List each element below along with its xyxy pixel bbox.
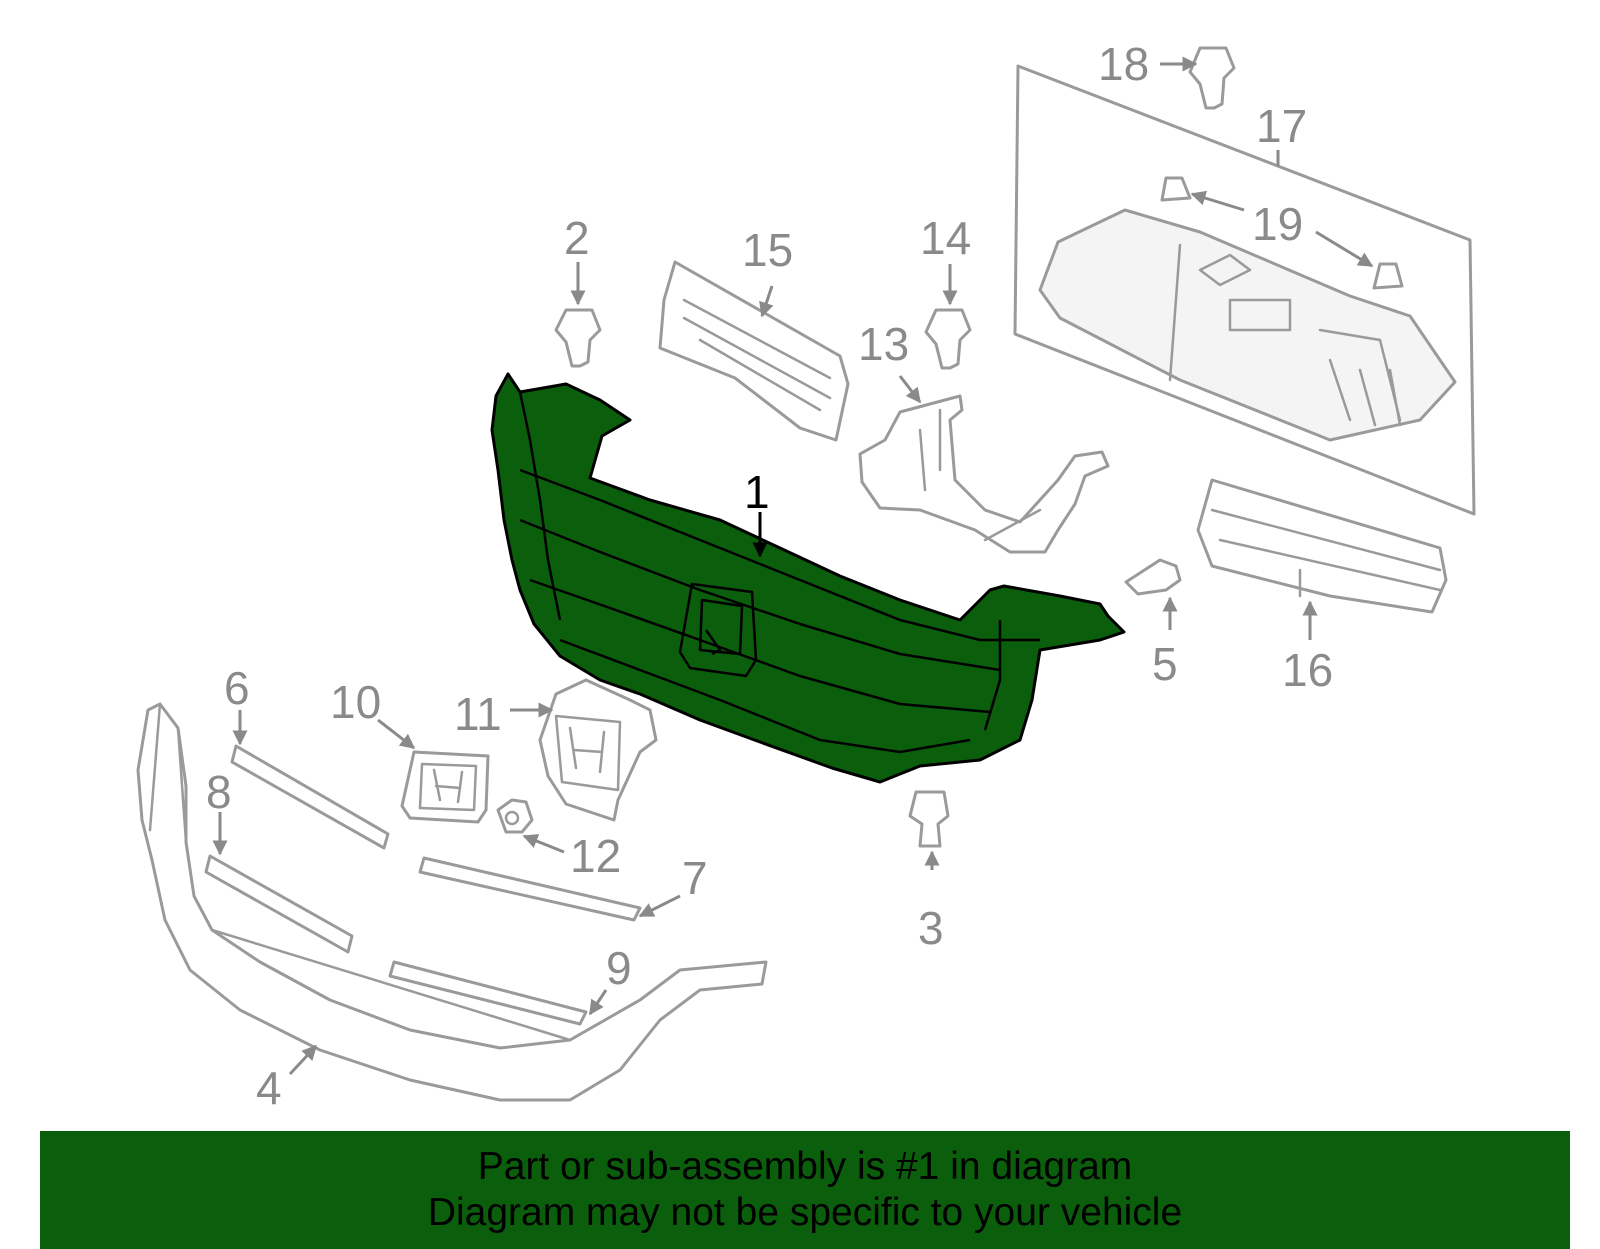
part-17-upper-cover	[1013, 64, 1476, 516]
callout-6: 6	[224, 662, 250, 714]
part-8-molding	[204, 854, 354, 954]
callout-labels: 1 2 3 4 5 6 7 8 9 10 11 12 13 14 15 16 1…	[206, 38, 1333, 1114]
parts-diagram: 1 2 3 4 5 6 7 8 9 10 11 12 13 14 15 16 1…	[136, 38, 1476, 1114]
part-16-lower-bracket	[1196, 478, 1448, 614]
info-banner: Part or sub-assembly is #1 in diagram Di…	[40, 1131, 1570, 1249]
callout-7: 7	[682, 852, 708, 904]
part-19-nut-b	[1372, 262, 1404, 290]
part-9-molding	[388, 960, 588, 1026]
callout-5: 5	[1152, 638, 1178, 690]
callout-1: 1	[744, 466, 770, 518]
part-13-side-bracket	[858, 394, 1110, 554]
callout-14: 14	[920, 212, 971, 264]
callout-18: 18	[1098, 38, 1149, 90]
leader-lines	[212, 56, 1374, 1076]
callout-9: 9	[606, 942, 632, 994]
part-3-clip	[908, 790, 950, 848]
part-2-clip	[554, 308, 602, 368]
part-11-emblem-base	[538, 678, 658, 822]
part-10-emblem	[400, 750, 490, 824]
banner-line-2: Diagram may not be specific to your vehi…	[427, 1191, 1183, 1234]
part-12-nut	[496, 798, 534, 834]
callout-11: 11	[454, 688, 502, 740]
callout-13: 13	[858, 318, 909, 370]
part-19-nut-a	[1160, 176, 1192, 202]
part-1-grille	[490, 372, 1126, 784]
callout-2: 2	[564, 212, 590, 264]
part-18-clip	[1188, 46, 1236, 110]
callout-3: 3	[918, 902, 944, 954]
part-6-molding	[230, 744, 390, 850]
callout-19: 19	[1252, 198, 1303, 250]
part-7-molding	[418, 856, 642, 922]
part-5-bolt	[1124, 558, 1182, 596]
callout-10: 10	[330, 676, 381, 728]
callout-8: 8	[206, 766, 232, 818]
banner-line-1: Part or sub-assembly is #1 in diagram	[477, 1145, 1133, 1188]
callout-4: 4	[256, 1062, 282, 1114]
callout-17: 17	[1256, 100, 1307, 152]
callout-12: 12	[570, 830, 621, 882]
part-14-clip	[924, 308, 972, 370]
callout-16: 16	[1282, 644, 1333, 696]
callout-15: 15	[742, 224, 793, 276]
part-4-bumper-cover	[136, 702, 768, 1102]
part-15-upper-bracket	[658, 260, 850, 442]
